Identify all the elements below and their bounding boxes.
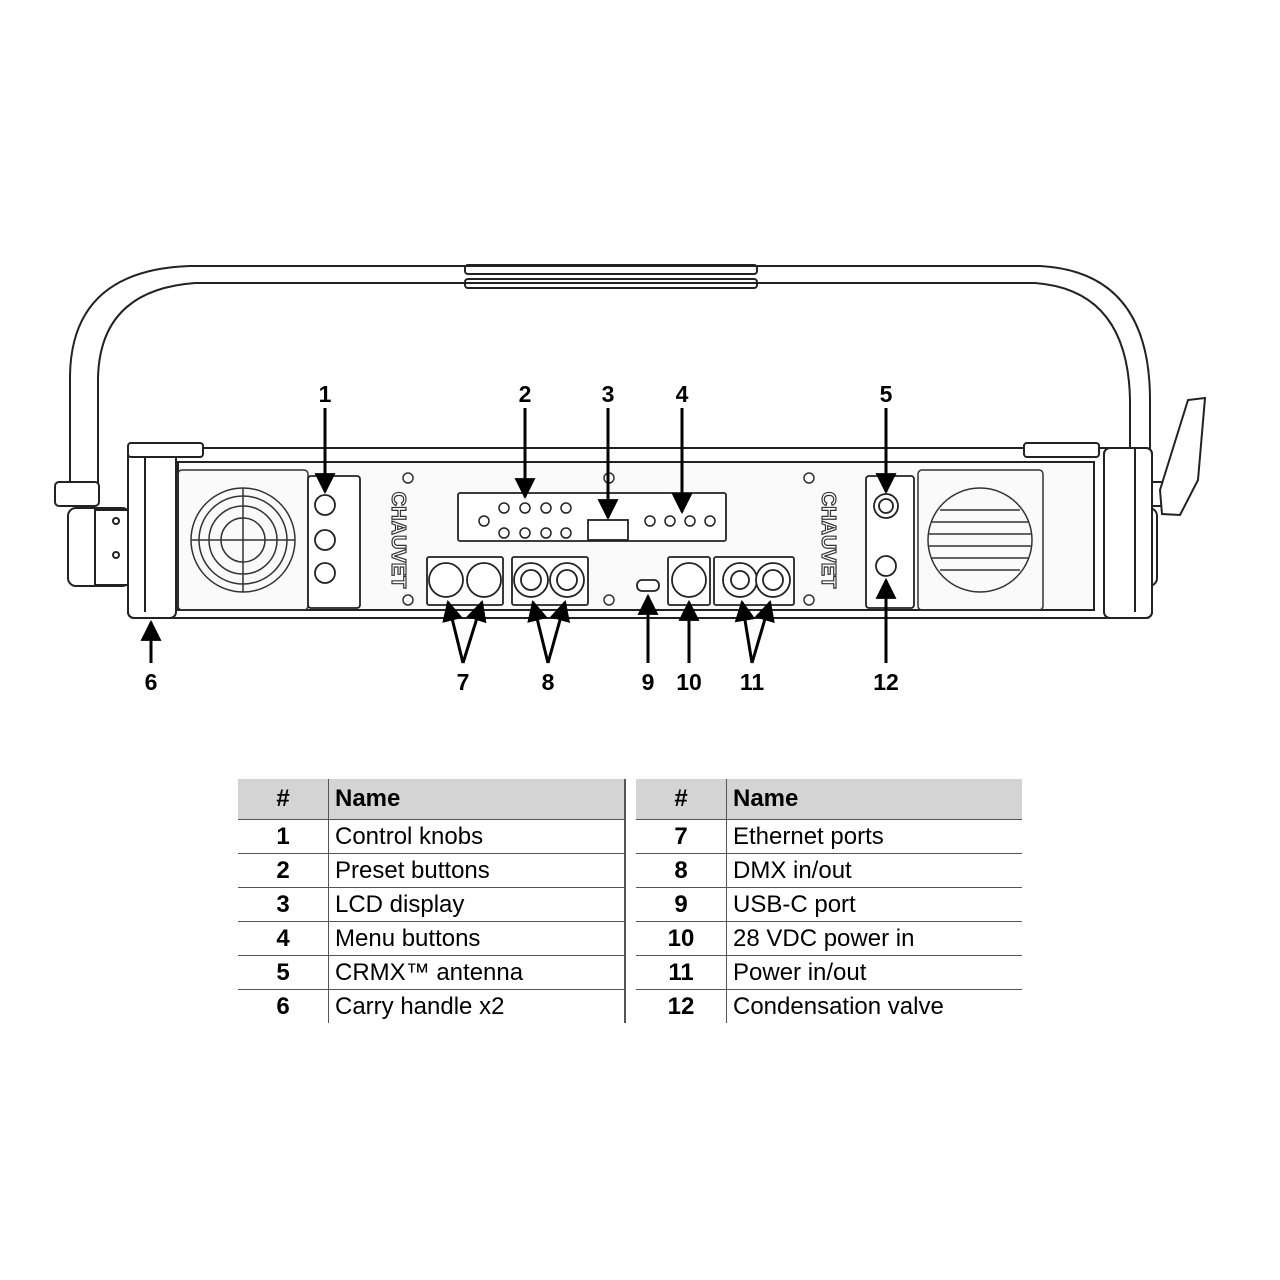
- legend-name: CRMX™ antenna: [328, 955, 625, 990]
- legend-num: 8: [636, 853, 727, 888]
- legend-num: 6: [238, 989, 329, 1023]
- svg-text:CHAUVET: CHAUVET: [817, 492, 839, 589]
- legend-header: # Name: [636, 779, 1022, 820]
- callout-6: 6: [145, 669, 158, 695]
- legend-num: 7: [636, 819, 727, 854]
- legend-name: Carry handle x2: [328, 989, 625, 1023]
- legend-table-left: # Name 1 Control knobs 2 Preset buttons …: [238, 779, 626, 1023]
- control-knob: [314, 562, 336, 584]
- power-28vdc-in: [667, 556, 711, 606]
- legend-num: 5: [238, 955, 329, 990]
- control-knob: [314, 494, 336, 516]
- legend-row: 6 Carry handle x2: [238, 989, 625, 1023]
- lcd-display: [587, 519, 629, 541]
- callout-3: 3: [602, 381, 615, 407]
- callout-11: 11: [740, 669, 765, 695]
- legend-row: 3 LCD display: [238, 887, 625, 922]
- header-num: #: [636, 779, 727, 820]
- legend-num: 11: [636, 955, 727, 990]
- legend-row: 1 Control knobs: [238, 819, 625, 854]
- dmx-ports: [511, 556, 589, 606]
- fan-left: [177, 469, 309, 611]
- legend-name: Menu buttons: [328, 921, 625, 956]
- callout-12: 12: [873, 669, 899, 695]
- legend-name: USB-C port: [726, 887, 1022, 922]
- callout-5: 5: [880, 381, 893, 407]
- legend-name: 28 VDC power in: [726, 921, 1022, 956]
- legend-row: 10 28 VDC power in: [636, 921, 1022, 956]
- legend-num: 12: [636, 989, 727, 1023]
- screws: [402, 472, 815, 606]
- power-in-out: [713, 556, 795, 606]
- legend-row: 11 Power in/out: [636, 955, 1022, 990]
- control-knob: [314, 529, 336, 551]
- condensation-valve: [875, 555, 897, 577]
- callout-2: 2: [519, 381, 532, 407]
- legend-num: 2: [238, 853, 329, 888]
- header-num: #: [238, 779, 329, 820]
- callout-1: 1: [319, 381, 332, 407]
- yoke-mount-left: [54, 481, 131, 587]
- legend-row: 2 Preset buttons: [238, 853, 625, 888]
- legend-num: 10: [636, 921, 727, 956]
- svg-text:CHAUVET: CHAUVET: [387, 492, 409, 589]
- antenna-valve-panel: [865, 475, 915, 609]
- legend-row: 8 DMX in/out: [636, 853, 1022, 888]
- callout-7: 7: [457, 669, 470, 695]
- preset-buttons: [478, 502, 572, 539]
- callout-8: 8: [542, 669, 555, 695]
- fan-right: [917, 469, 1044, 611]
- callout-10: 10: [676, 669, 702, 695]
- header-name: Name: [328, 779, 625, 820]
- menu-buttons: [644, 515, 716, 527]
- legend-name: Ethernet ports: [726, 819, 1022, 854]
- control-panel: [457, 492, 727, 542]
- legend-name: DMX in/out: [726, 853, 1022, 888]
- header-name: Name: [726, 779, 1022, 820]
- legend-name: Preset buttons: [328, 853, 625, 888]
- legend-table-right: # Name 7 Ethernet ports 8 DMX in/out 9 U…: [636, 779, 1022, 1023]
- logo-right: CHAUVET: [816, 491, 839, 589]
- legend-row: 7 Ethernet ports: [636, 819, 1022, 854]
- legend-num: 3: [238, 887, 329, 922]
- knob-panel: [307, 475, 361, 609]
- ethernet-ports: [426, 556, 504, 606]
- legend-name: Condensation valve: [726, 989, 1022, 1023]
- legend-name: LCD display: [328, 887, 625, 922]
- legend-row: 9 USB-C port: [636, 887, 1022, 922]
- legend-header: # Name: [238, 779, 625, 820]
- legend-row: 5 CRMX™ antenna: [238, 955, 625, 990]
- logo-left: CHAUVET: [386, 491, 409, 589]
- callout-arrows: [140, 408, 897, 664]
- legend-name: Power in/out: [726, 955, 1022, 990]
- usb-c-port: [636, 579, 660, 592]
- legend-row: 12 Condensation valve: [636, 989, 1022, 1023]
- callout-numbers: 1 2 3 4 5 6 7 8 9 10 11 12: [145, 381, 899, 695]
- legend-row: 4 Menu buttons: [238, 921, 625, 956]
- fixture-diagram: CHAUVET CHAUVET: [54, 264, 1207, 695]
- legend-num: 9: [636, 887, 727, 922]
- legend-num: 4: [238, 921, 329, 956]
- callout-4: 4: [676, 381, 689, 407]
- legend-name: Control knobs: [328, 819, 625, 854]
- legend-num: 1: [238, 819, 329, 854]
- callout-9: 9: [642, 669, 655, 695]
- yoke-bracket: [69, 264, 1151, 490]
